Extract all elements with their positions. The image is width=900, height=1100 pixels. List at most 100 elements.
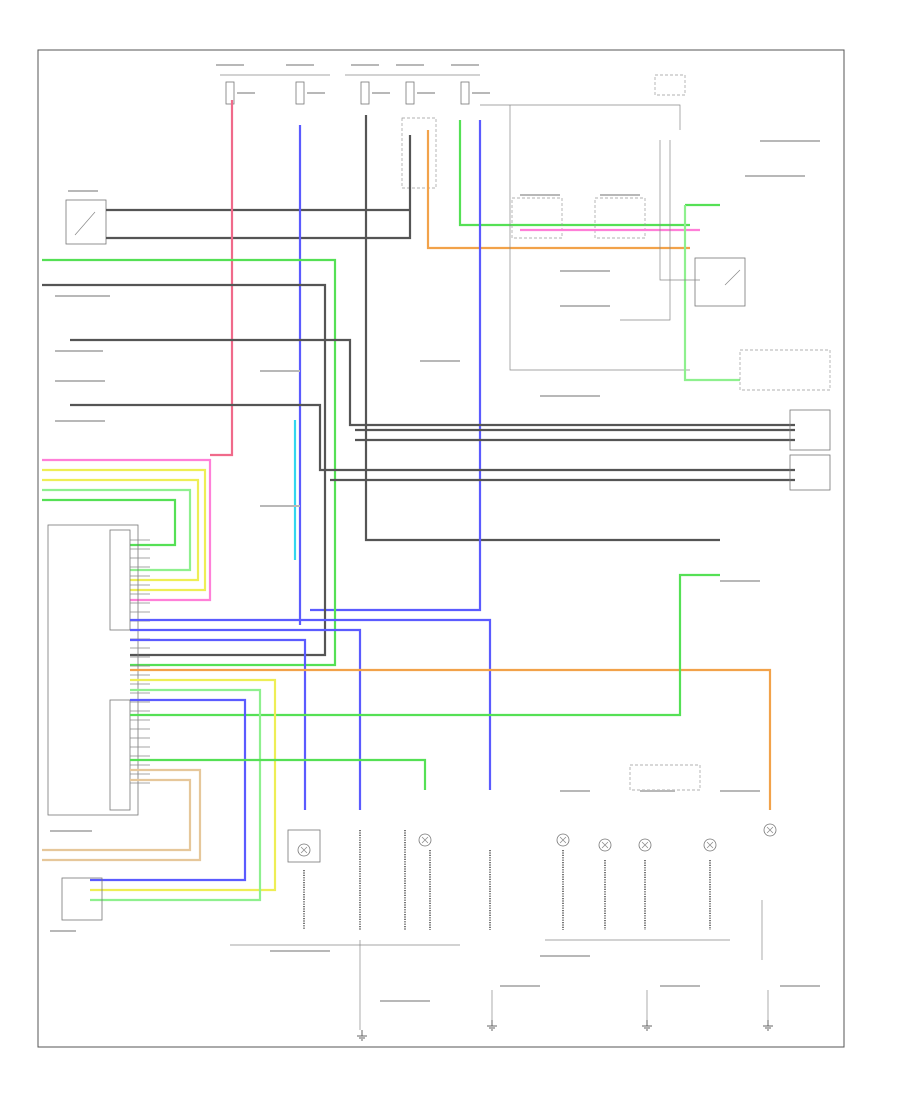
wire-black-module-2	[70, 338, 795, 427]
wire-lightgreen-1	[42, 488, 192, 572]
fuse-hot-at-all-times-1-header	[216, 64, 244, 66]
side-marker-1-filament-2	[601, 841, 609, 849]
lamp-box-1	[287, 829, 321, 863]
connector-pinblock-1	[109, 529, 131, 631]
fuse-hot-in-run-2	[360, 81, 370, 105]
side-marker-2-filament-2	[641, 841, 649, 849]
stop-lamp-1-filament-2	[300, 846, 308, 854]
wire-green-module-2	[42, 498, 177, 547]
combination-switch-right	[694, 257, 746, 307]
fuse-hot-in-run-1-rating	[307, 92, 325, 94]
high-mount-stop-lamp-filament-2	[766, 826, 774, 834]
side-marker-2	[638, 838, 652, 852]
fuse-hot-at-all-times-2	[405, 81, 415, 105]
wire-lightgreen-right-vert	[683, 205, 740, 382]
component-label-14	[270, 950, 330, 952]
component-label-16	[500, 985, 540, 987]
component-label-11	[560, 790, 590, 792]
brake-light-relay-1-label	[520, 194, 560, 196]
side-marker-3	[703, 838, 717, 852]
component-label-12	[640, 790, 675, 792]
wire-blue-lamp-3	[130, 638, 307, 810]
component-label-7	[560, 270, 610, 272]
wire-pink-module	[42, 458, 212, 602]
tail-lamp-left	[418, 833, 432, 847]
right-door-junction-block	[789, 454, 831, 491]
ground-center	[487, 1020, 497, 1031]
wire-yellow-2	[42, 478, 200, 582]
wire-black-feed-center	[364, 115, 720, 542]
stop-switch-feed	[106, 135, 412, 240]
fuse-junction-block	[401, 117, 437, 189]
wire-yellow-trailer	[90, 678, 277, 892]
fuse-hot-at-all-times-1-rating	[237, 92, 255, 94]
junction-feed-right	[480, 104, 681, 130]
component-label-2	[55, 380, 105, 382]
component-label-19	[380, 1000, 430, 1002]
stop-lamp-1	[297, 843, 311, 857]
junction-label-top-right	[760, 140, 820, 142]
fuse-feed-5-rating	[472, 92, 490, 94]
fuse-hot-in-run-1-header	[286, 64, 314, 66]
brake-light-relay-1	[511, 197, 563, 239]
component-label-6	[260, 505, 300, 507]
ground-right	[642, 1020, 652, 1031]
fuse-feed-5-header	[451, 64, 479, 66]
wire-orange-tail	[130, 668, 772, 810]
side-marker-1	[598, 838, 612, 852]
stop-light-switch-label	[68, 190, 98, 192]
relay-ref-box	[654, 74, 686, 96]
component-label-20	[720, 580, 760, 582]
ground-left-rear	[357, 1030, 367, 1041]
fuse-hot-at-all-times-2-rating	[417, 92, 435, 94]
component-label-13	[720, 790, 760, 792]
component-label-8	[560, 305, 610, 307]
wire-gray-right-drop-2	[620, 140, 671, 321]
trailer-connector	[61, 877, 103, 921]
component-label-15	[540, 955, 590, 957]
component-label-18	[780, 985, 820, 987]
component-label-4	[50, 830, 92, 832]
wire-gray-right-drop	[659, 140, 700, 281]
component-label-5	[260, 370, 300, 372]
brake-light-relay-2-label	[600, 194, 640, 196]
fuse-feed-5	[460, 81, 470, 105]
wire-tan-trailer-2	[42, 778, 192, 852]
tail-lamp-left-filament-2	[421, 836, 429, 844]
wire-yellow-1	[42, 468, 207, 592]
wire-green-long	[130, 573, 720, 717]
side-marker-3-filament-2	[706, 841, 714, 849]
trailer-connector-label	[50, 930, 76, 932]
wire-red-feed	[210, 100, 234, 457]
fuse-hot-at-all-times-1	[225, 81, 235, 105]
diagram-border	[37, 49, 845, 1048]
right-power-window-ref	[739, 349, 831, 391]
component-label-17	[660, 985, 700, 987]
combination-meter-connector	[47, 524, 139, 816]
component-label-10	[420, 360, 460, 362]
component-label-0	[55, 295, 110, 297]
wire-black-module-3	[70, 403, 795, 472]
stop-light-switch	[65, 199, 107, 245]
fuse-hot-in-run-2-rating	[372, 92, 390, 94]
component-label-3	[55, 420, 105, 422]
wire-green-flasher	[458, 120, 690, 227]
left-door-junction-block	[789, 409, 831, 451]
component-label-1	[55, 350, 103, 352]
fuse-hot-at-all-times-2-header	[396, 64, 424, 66]
wire-tan-trailer	[42, 768, 202, 862]
high-mount-stop-lamp	[763, 823, 777, 837]
ground-far-right	[763, 1020, 773, 1031]
stop-light-switch-contact	[74, 211, 96, 236]
wire-blue-trailer	[90, 698, 247, 882]
turn-lamp-1-filament-2	[559, 836, 567, 844]
wire-gray-ref	[509, 105, 690, 371]
junction-label-right-2	[745, 175, 805, 177]
component-label-9	[540, 395, 600, 397]
wire-lightgreen-trailer	[90, 688, 262, 902]
wire-orange-flasher	[426, 130, 690, 250]
turn-lamp-1	[556, 833, 570, 847]
wire-green-lamp	[130, 758, 427, 790]
